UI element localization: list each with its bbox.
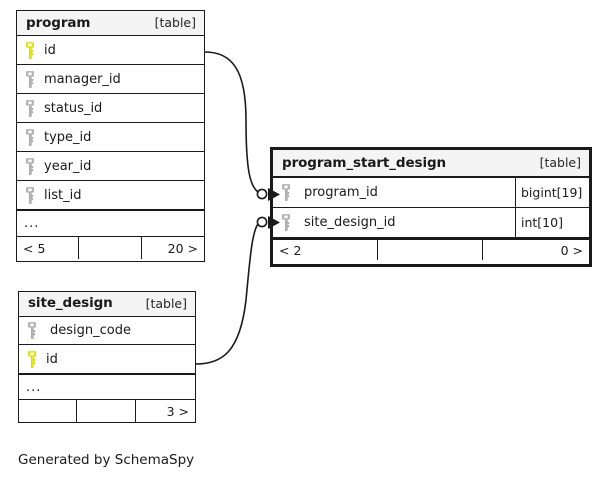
next-rows-button[interactable]: 20 >: [167, 240, 198, 256]
column-cell: design_code: [19, 317, 195, 345]
column-name: year_id: [44, 158, 92, 174]
column-cell: site_design_id: [273, 208, 515, 237]
entity-site-design-title: site_design: [28, 295, 113, 312]
entity-program-start-design-footer: < 2 0 >: [273, 238, 589, 260]
key-icon: [26, 99, 34, 117]
table-row[interactable]: list_id: [17, 181, 204, 210]
key-icon: [26, 128, 34, 146]
relationship-program-to-program-start-design: [204, 51, 280, 201]
entity-site-design-tag: [table]: [145, 295, 187, 311]
column-name: id: [46, 351, 58, 367]
column-name: program_id: [304, 185, 378, 200]
prev-rows-button[interactable]: < 5: [17, 237, 79, 259]
prev-rows-button[interactable]: [19, 400, 77, 422]
column-name: type_id: [44, 129, 92, 145]
next-rows-button[interactable]: 3 >: [166, 403, 189, 419]
table-row[interactable]: status_id: [17, 94, 204, 123]
more-columns-indicator: ...: [19, 373, 195, 401]
table-row[interactable]: id: [19, 345, 195, 374]
column-name: site_design_id: [304, 215, 396, 230]
column-type: bigint[19]: [515, 178, 589, 207]
table-row[interactable]: manager_id: [17, 65, 204, 94]
key-icon: [26, 70, 34, 88]
column-cell: manager_id: [17, 65, 204, 93]
column-cell: id: [19, 345, 195, 373]
table-row[interactable]: design_code: [19, 317, 195, 346]
column-name: id: [44, 42, 56, 58]
entity-program-start-design-title: program_start_design: [282, 154, 447, 171]
prev-rows-button[interactable]: < 2: [273, 240, 378, 260]
column-cell: type_id: [17, 123, 204, 151]
entity-program-start-design[interactable]: program_start_design [table] program_id …: [270, 147, 592, 267]
diagram-caption: Generated by SchemaSpy: [18, 452, 195, 468]
key-icon: [26, 186, 34, 204]
column-cell: id: [17, 36, 204, 64]
column-name: design_code: [50, 322, 131, 338]
entity-program-header: program [table]: [17, 11, 204, 36]
entity-program[interactable]: program [table] id manager_id: [16, 10, 205, 262]
column-name: list_id: [44, 187, 82, 203]
footer-middle-cell: [77, 400, 136, 422]
column-cell: year_id: [17, 152, 204, 180]
relationship-site-design-to-program-start-design: [195, 216, 280, 365]
key-icon: [28, 350, 36, 368]
column-name: manager_id: [44, 71, 121, 87]
entity-program-footer: < 5 20 >: [17, 237, 204, 259]
entity-site-design-footer: 3 >: [19, 400, 195, 422]
key-icon: [282, 184, 290, 201]
table-row[interactable]: site_design_id int[10]: [273, 208, 589, 238]
entity-program-tag: [table]: [154, 15, 196, 30]
entity-program-title: program: [26, 14, 91, 31]
more-columns-indicator: ...: [17, 210, 204, 237]
footer-middle-cell: [79, 237, 142, 259]
column-cell: list_id: [17, 181, 204, 209]
column-cell: status_id: [17, 94, 204, 122]
table-row[interactable]: id: [17, 36, 204, 65]
table-row[interactable]: year_id: [17, 152, 204, 181]
entity-site-design[interactable]: site_design [table] design_code id ...: [18, 291, 196, 423]
key-icon: [26, 41, 34, 59]
next-rows-button[interactable]: 0 >: [560, 242, 583, 258]
column-type: int[10]: [515, 208, 589, 237]
key-icon: [28, 322, 36, 339]
column-name: status_id: [44, 100, 103, 116]
table-row[interactable]: type_id: [17, 123, 204, 152]
table-row[interactable]: program_id bigint[19]: [273, 178, 589, 208]
column-cell: program_id: [273, 178, 515, 207]
entity-program-start-design-tag: [table]: [539, 155, 581, 170]
key-icon: [282, 214, 290, 231]
footer-middle-cell: [378, 240, 483, 260]
key-icon: [26, 157, 34, 175]
entity-program-start-design-header: program_start_design [table]: [273, 150, 589, 178]
entity-site-design-header: site_design [table]: [19, 292, 195, 317]
